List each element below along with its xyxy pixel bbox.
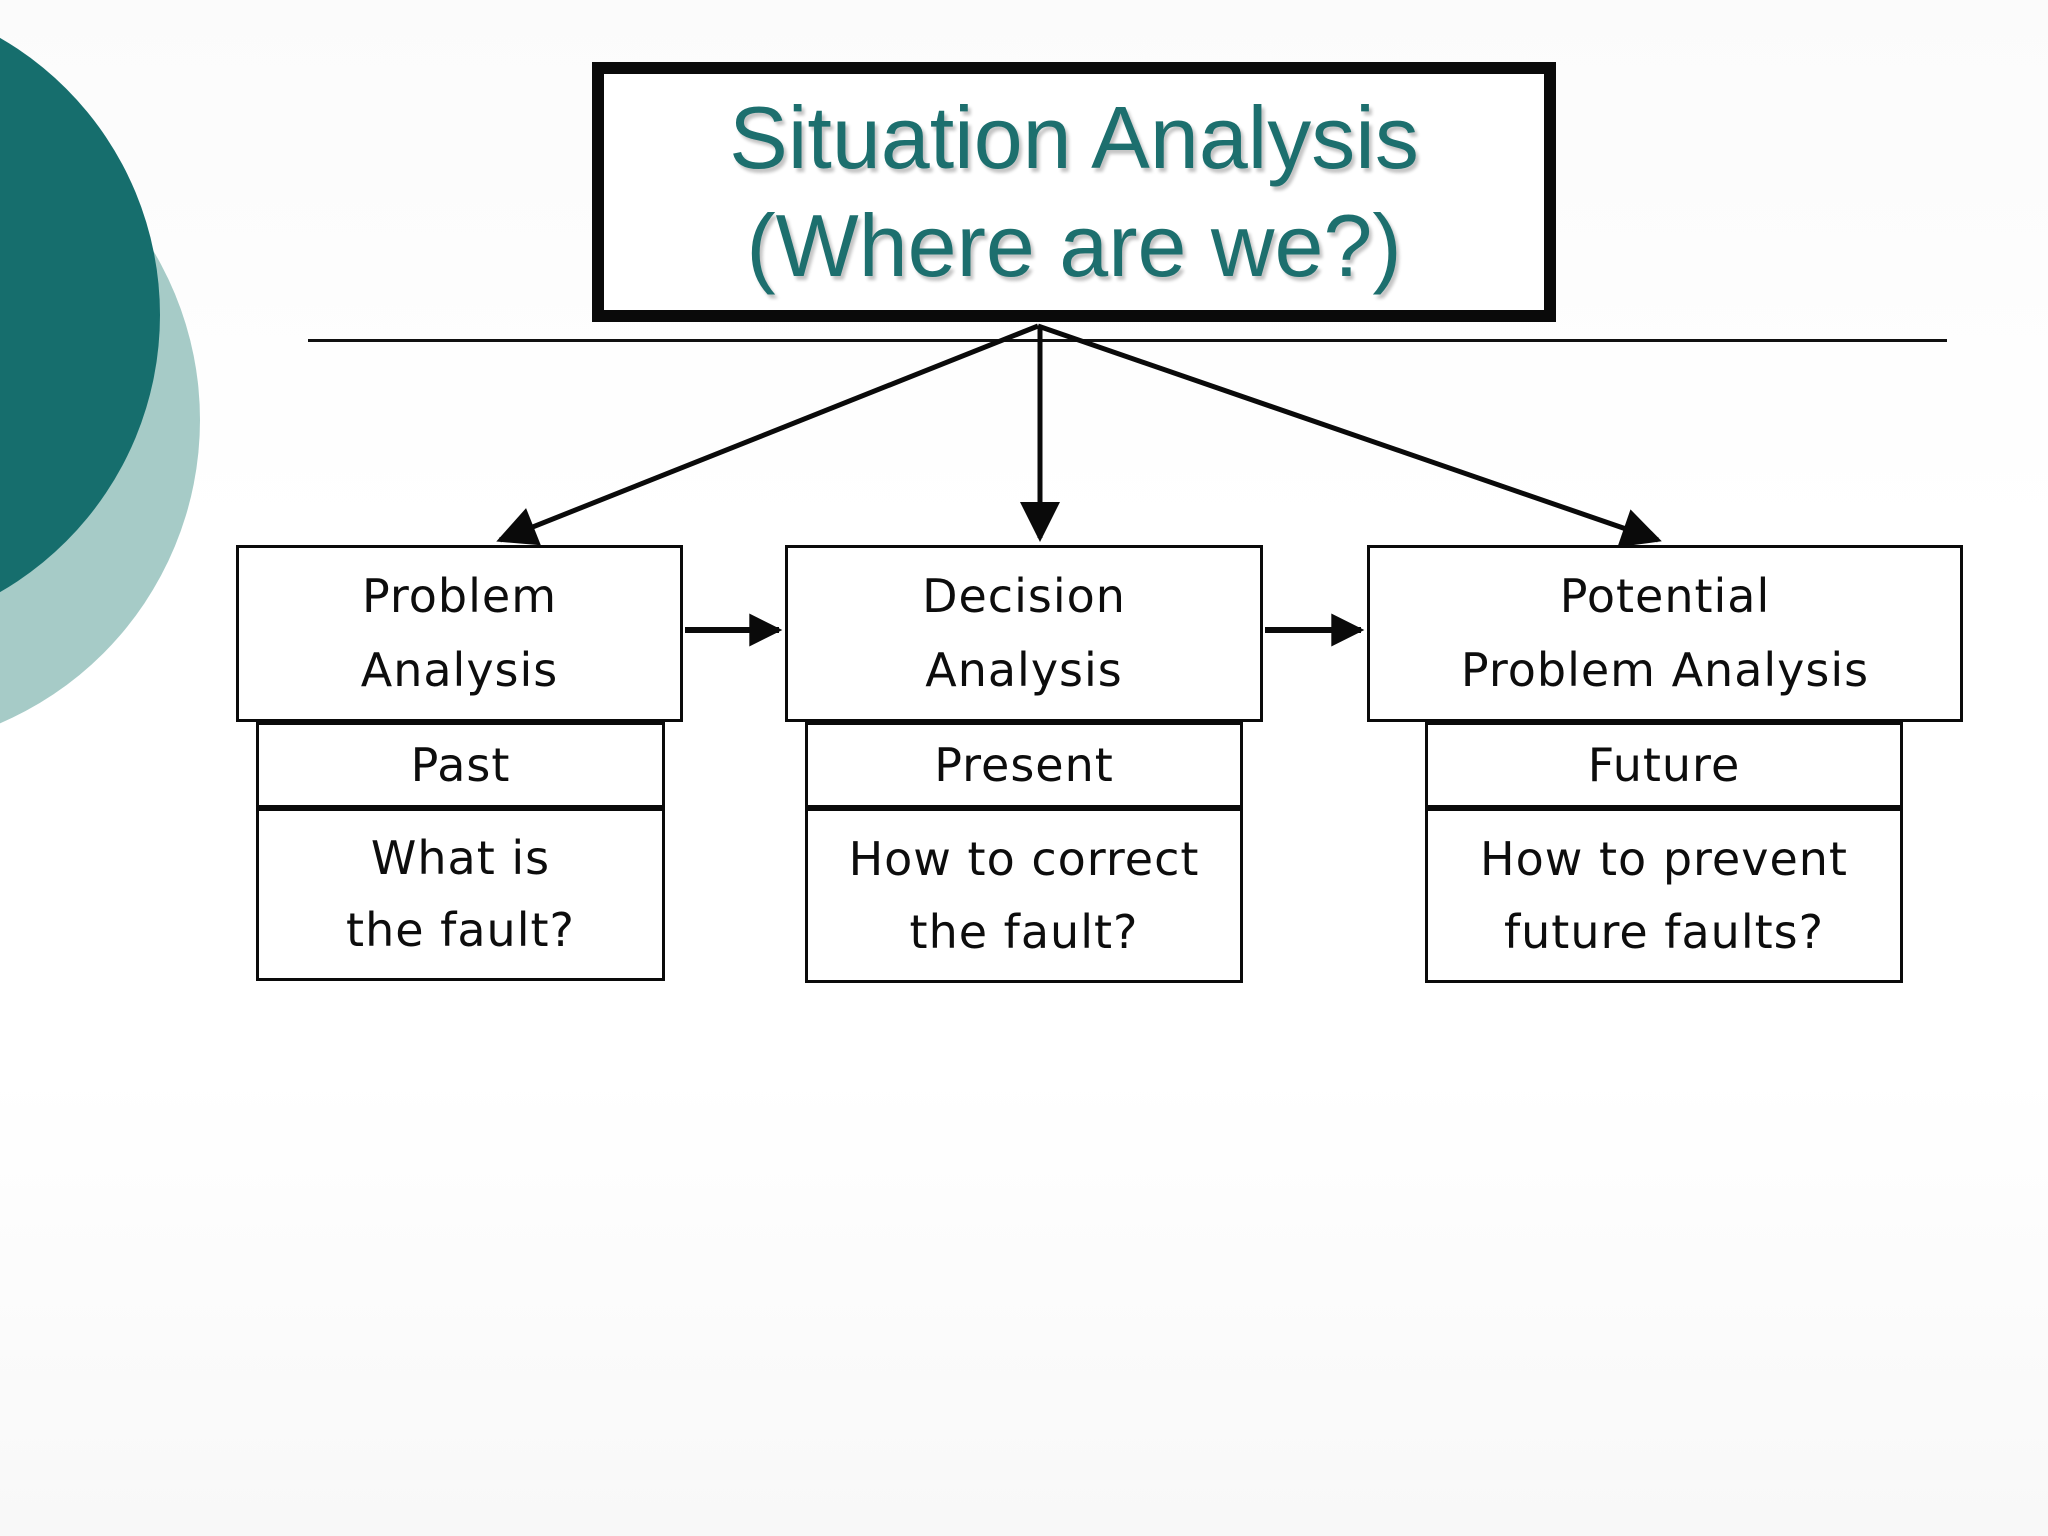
problem-question-cell: What is the fault?	[259, 811, 662, 978]
problem-analysis-label-line1: Problem	[361, 569, 558, 624]
potential-problem-analysis-box: Potential Problem Analysis	[1367, 545, 1963, 722]
decision-analysis-label-line2: Analysis	[925, 643, 1123, 698]
decision-question-line1: How to correct	[848, 831, 1200, 886]
problem-question-line2: the fault?	[346, 903, 575, 958]
title-line-1: Situation Analysis	[729, 88, 1419, 187]
title-box: Situation Analysis (Where are we?)	[592, 62, 1556, 322]
decision-question-cell: How to correct the fault?	[808, 811, 1240, 980]
decision-timeframe-cell: Present	[808, 725, 1240, 811]
potential-analysis-label-line2: Problem Analysis	[1460, 643, 1870, 698]
potential-analysis-label-line1: Potential	[1559, 569, 1771, 624]
potential-question-cell: How to prevent future faults?	[1428, 811, 1900, 980]
potential-question-line2: future faults?	[1503, 904, 1825, 959]
title-line-2: (Where are we?)	[746, 196, 1402, 295]
potential-question-line1: How to prevent	[1480, 831, 1848, 886]
problem-analysis-box: Problem Analysis	[236, 545, 683, 722]
potential-timeframe-cell: Future	[1428, 725, 1900, 811]
problem-question-line1: What is	[370, 830, 551, 885]
title-separator-line	[308, 339, 1947, 342]
arrow-title-to-potential	[1037, 323, 1662, 548]
decision-analysis-box: Decision Analysis	[785, 545, 1263, 722]
decision-question-line2: the fault?	[909, 904, 1139, 959]
potential-analysis-detail-box: Future How to prevent future faults?	[1425, 722, 1903, 983]
problem-timeframe-cell: Past	[259, 725, 662, 811]
decision-analysis-label-line1: Decision	[922, 569, 1126, 624]
arrow-title-to-problem	[496, 323, 1039, 546]
problem-analysis-detail-box: Past What is the fault?	[256, 722, 665, 981]
problem-analysis-label-line2: Analysis	[360, 643, 559, 698]
decision-analysis-detail-box: Present How to correct the fault?	[805, 722, 1243, 983]
